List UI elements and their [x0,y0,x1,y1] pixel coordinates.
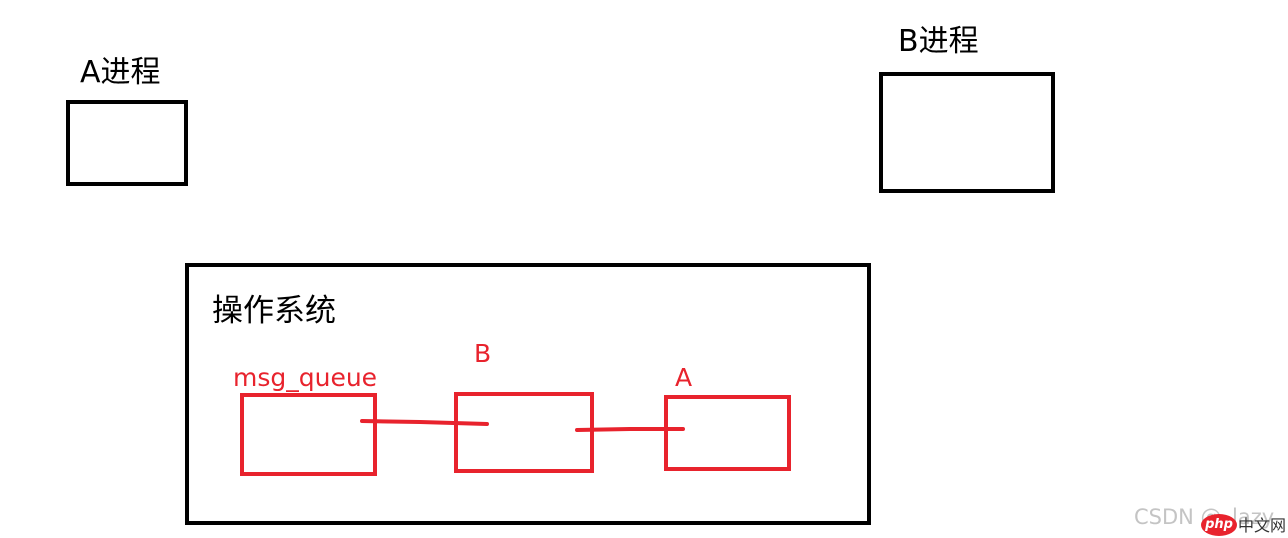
php-logo-icon: php [1201,514,1237,536]
process-a-box [66,100,188,186]
queue-node-a-label: A [675,363,693,392]
php-watermark-text: 中文网 [1238,516,1287,535]
os-label: 操作系统 [212,293,336,329]
process-b-box [879,72,1055,193]
os-box [185,263,871,525]
queue-node-b-box [454,392,594,473]
link-b-to-a [575,427,685,432]
queue-node-a-box [664,395,791,471]
msg-queue-label: msg_queue [233,363,378,392]
queue-node-b-label: B [474,339,492,368]
link-queue-to-b [360,419,489,426]
process-b-label: B进程 [898,24,979,59]
process-a-label: A进程 [80,55,161,90]
msg-queue-box [240,393,377,476]
